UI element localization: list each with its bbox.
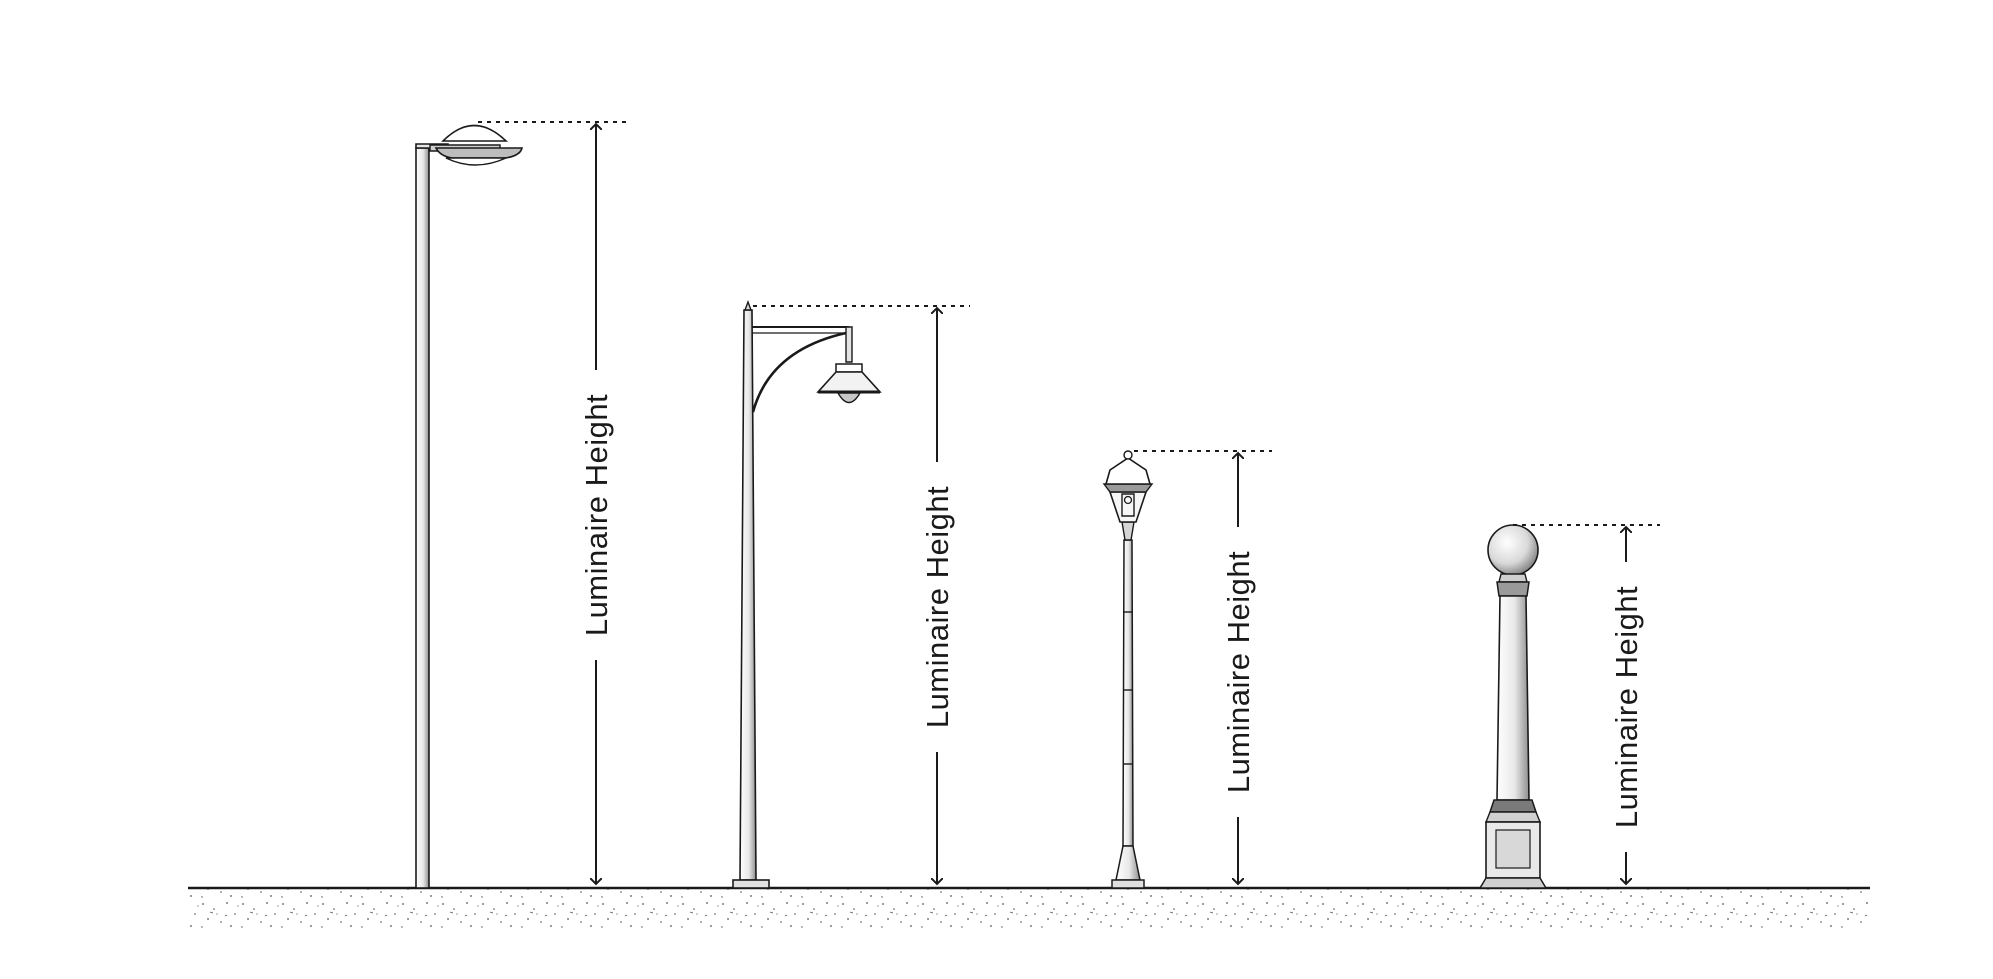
lantern-lamp <box>1123 495 1133 505</box>
lantern-band <box>1102 483 1154 493</box>
pole-cobra-head <box>415 124 524 889</box>
fixture-lens <box>445 157 507 166</box>
pole-shaft <box>739 309 757 881</box>
pedestal-panel <box>1495 829 1531 869</box>
pole-finial <box>743 300 753 311</box>
luminaire-height-label: Luminaire Height <box>1221 551 1256 793</box>
pole-curved-arm <box>732 300 882 889</box>
column-shaft <box>1496 595 1530 801</box>
dimension-4: Luminaire Height <box>1513 524 1660 884</box>
luminaire-height-label: Luminaire Height <box>1609 586 1644 828</box>
dimension-2: Luminaire Height <box>753 305 970 884</box>
dimension-1: Luminaire Height <box>478 121 630 884</box>
dimension-3: Luminaire Height <box>1134 450 1272 884</box>
ground-texture <box>188 888 1870 930</box>
fixture-lamp <box>836 392 862 404</box>
pole-flare <box>1115 845 1141 881</box>
label-mask <box>1610 562 1642 852</box>
column-ring <box>1488 799 1538 813</box>
column-capital <box>1496 581 1530 597</box>
ground <box>188 886 1870 930</box>
globe-collar <box>1498 573 1528 583</box>
luminaire-height-label: Luminaire Height <box>920 486 955 728</box>
fixture-housing <box>434 147 524 159</box>
pole-shaft <box>415 147 430 889</box>
pole-base <box>1111 879 1145 889</box>
pole-lantern <box>1102 450 1154 889</box>
pole-globe-pedestal <box>1478 524 1548 889</box>
arm-brace <box>751 331 847 413</box>
pole-shaft <box>1122 539 1134 847</box>
label-mask <box>580 370 612 660</box>
lantern-roof <box>1104 457 1152 485</box>
lantern-finial <box>1123 450 1133 460</box>
lantern-frame <box>1121 493 1135 517</box>
fixture-top <box>441 124 508 142</box>
luminaire-height-label: Luminaire Height <box>579 394 614 636</box>
fixture-shade <box>816 371 882 393</box>
fixture-cap <box>835 363 863 373</box>
pedestal-base <box>1478 877 1548 889</box>
label-mask <box>1222 527 1254 817</box>
globe <box>1487 524 1539 576</box>
arm-drop <box>845 326 853 363</box>
pedestal-cap <box>1484 811 1542 823</box>
label-mask <box>921 462 953 752</box>
lantern-neck <box>1121 521 1135 541</box>
pole-base <box>732 879 770 889</box>
